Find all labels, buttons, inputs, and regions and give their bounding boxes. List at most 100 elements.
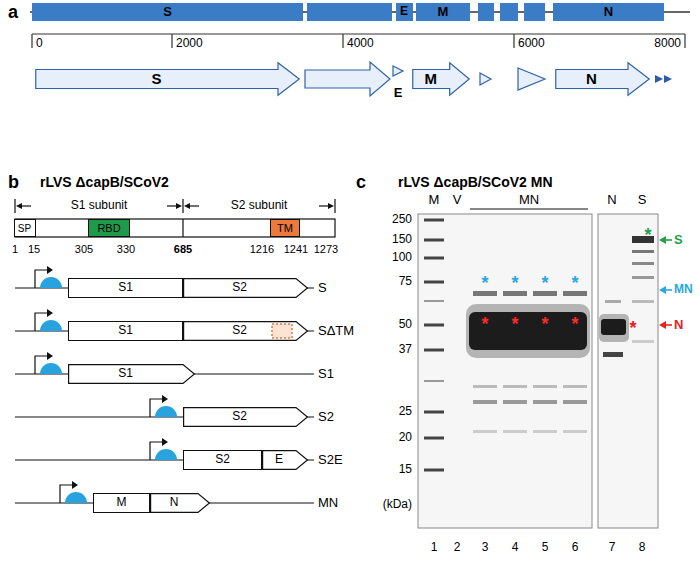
genome-segment: E bbox=[396, 3, 413, 21]
orf-arrow: N bbox=[555, 62, 650, 96]
gene-arrow-outline bbox=[184, 279, 308, 298]
node-text: E bbox=[400, 5, 408, 18]
western-blot bbox=[418, 214, 658, 528]
node-text: TM bbox=[277, 222, 293, 234]
panel-letter: a bbox=[8, 2, 18, 23]
lane-number: 2 bbox=[454, 541, 461, 555]
western-blot bbox=[424, 349, 444, 352]
western-blot bbox=[533, 385, 557, 388]
marker-size: 20 bbox=[399, 431, 412, 445]
node-text: E bbox=[394, 86, 403, 100]
residue-number: 1216 bbox=[250, 243, 274, 256]
genome-map bbox=[30, 3, 690, 21]
genome-map bbox=[307, 3, 392, 21]
subunit-bracket bbox=[15, 199, 335, 213]
lane-number: 8 bbox=[639, 541, 646, 555]
node-text: S bbox=[163, 5, 172, 19]
western-blot bbox=[424, 257, 444, 260]
genome-segment: N bbox=[553, 3, 664, 21]
gene-arrow-box: E bbox=[262, 450, 308, 470]
axis-tick-label: 6000 bbox=[518, 37, 545, 51]
marker-size: 100 bbox=[392, 251, 412, 265]
gene-arrow-outline bbox=[184, 322, 308, 341]
rbs-symbol bbox=[40, 363, 62, 374]
western-blot bbox=[466, 304, 590, 358]
lane-bracket bbox=[470, 209, 588, 210]
node-text: S2 bbox=[232, 324, 247, 337]
residue-number: 1 bbox=[12, 243, 18, 256]
band-callout: MN bbox=[674, 283, 693, 297]
western-blot bbox=[503, 430, 527, 433]
marker-size: 150 bbox=[392, 233, 412, 247]
residue-number: 15 bbox=[28, 243, 40, 256]
band-callout: S bbox=[674, 233, 683, 248]
axis-tick-label: 8000 bbox=[654, 37, 681, 51]
band-asterisk: * bbox=[571, 314, 578, 335]
lane-number: 1 bbox=[431, 541, 438, 555]
western-blot bbox=[632, 340, 654, 343]
gene-arrow-box: S2 bbox=[183, 278, 308, 298]
western-blot bbox=[605, 300, 621, 303]
orf-arrow bbox=[518, 68, 545, 90]
rbs-symbol bbox=[65, 492, 87, 503]
western-blot bbox=[632, 276, 654, 279]
orf-arrow bbox=[655, 75, 663, 83]
residue-number: 685 bbox=[174, 243, 192, 256]
node-text: S1 bbox=[118, 281, 133, 294]
construct-name: S bbox=[318, 281, 327, 296]
node-text: S1 bbox=[118, 367, 133, 380]
signal-peptide-box: SP bbox=[14, 219, 36, 237]
western-blot bbox=[563, 430, 587, 433]
genome-map bbox=[524, 3, 545, 21]
node-text: S2 bbox=[215, 453, 230, 466]
orf-arrow-shape bbox=[555, 62, 650, 96]
axis-tick-label: 2000 bbox=[176, 37, 203, 51]
genome-map bbox=[500, 3, 518, 21]
western-blot bbox=[632, 300, 654, 303]
western-blot bbox=[473, 385, 497, 388]
ruler bbox=[32, 33, 685, 34]
construct-name: S2E bbox=[318, 453, 343, 468]
bracket-label: S2 subunit bbox=[231, 199, 288, 213]
western-blot bbox=[533, 400, 557, 404]
band-asterisk: * bbox=[541, 273, 548, 294]
western-blot bbox=[424, 219, 444, 222]
western-blot bbox=[601, 319, 626, 335]
band-arrow bbox=[659, 236, 672, 329]
construct-name: S1 bbox=[318, 367, 334, 382]
rbs-symbol bbox=[40, 277, 62, 288]
band-asterisk: * bbox=[511, 273, 518, 294]
promoter-arrow bbox=[72, 481, 78, 489]
marker-size: 50 bbox=[399, 318, 412, 332]
ruler bbox=[31, 34, 32, 48]
residue-number: 330 bbox=[117, 243, 135, 256]
promoter-arrow bbox=[47, 266, 53, 274]
band-asterisk: * bbox=[644, 225, 651, 246]
band-asterisk: * bbox=[481, 273, 488, 294]
lane-number: 5 bbox=[542, 541, 549, 555]
node-text: SP bbox=[18, 223, 31, 234]
promoter-arrow bbox=[47, 309, 53, 317]
orf-arrow-outline bbox=[393, 66, 403, 76]
lane-label: S bbox=[638, 193, 647, 208]
node-text: N bbox=[586, 71, 597, 88]
tm-domain: TM bbox=[270, 219, 300, 237]
orf-arrow-outline bbox=[36, 63, 300, 96]
western-blot bbox=[473, 400, 497, 404]
western-blot bbox=[424, 437, 444, 440]
lane-number: 6 bbox=[572, 541, 579, 555]
lane-label: M bbox=[429, 193, 440, 208]
orf-arrow: S bbox=[35, 62, 300, 96]
node-text: M bbox=[117, 496, 127, 509]
gene-arrow-box-shape bbox=[150, 493, 210, 513]
node-text: S2 bbox=[232, 410, 247, 423]
genome-segment: S bbox=[32, 3, 303, 21]
gene-arrow-outline bbox=[184, 408, 308, 427]
gene-box: S1 bbox=[68, 278, 183, 298]
promoter-arrow bbox=[35, 266, 168, 503]
gene-arrow-outline bbox=[69, 365, 195, 384]
rbs-symbol bbox=[40, 277, 177, 503]
node-text: M bbox=[438, 5, 449, 19]
band-arrow bbox=[659, 286, 666, 294]
